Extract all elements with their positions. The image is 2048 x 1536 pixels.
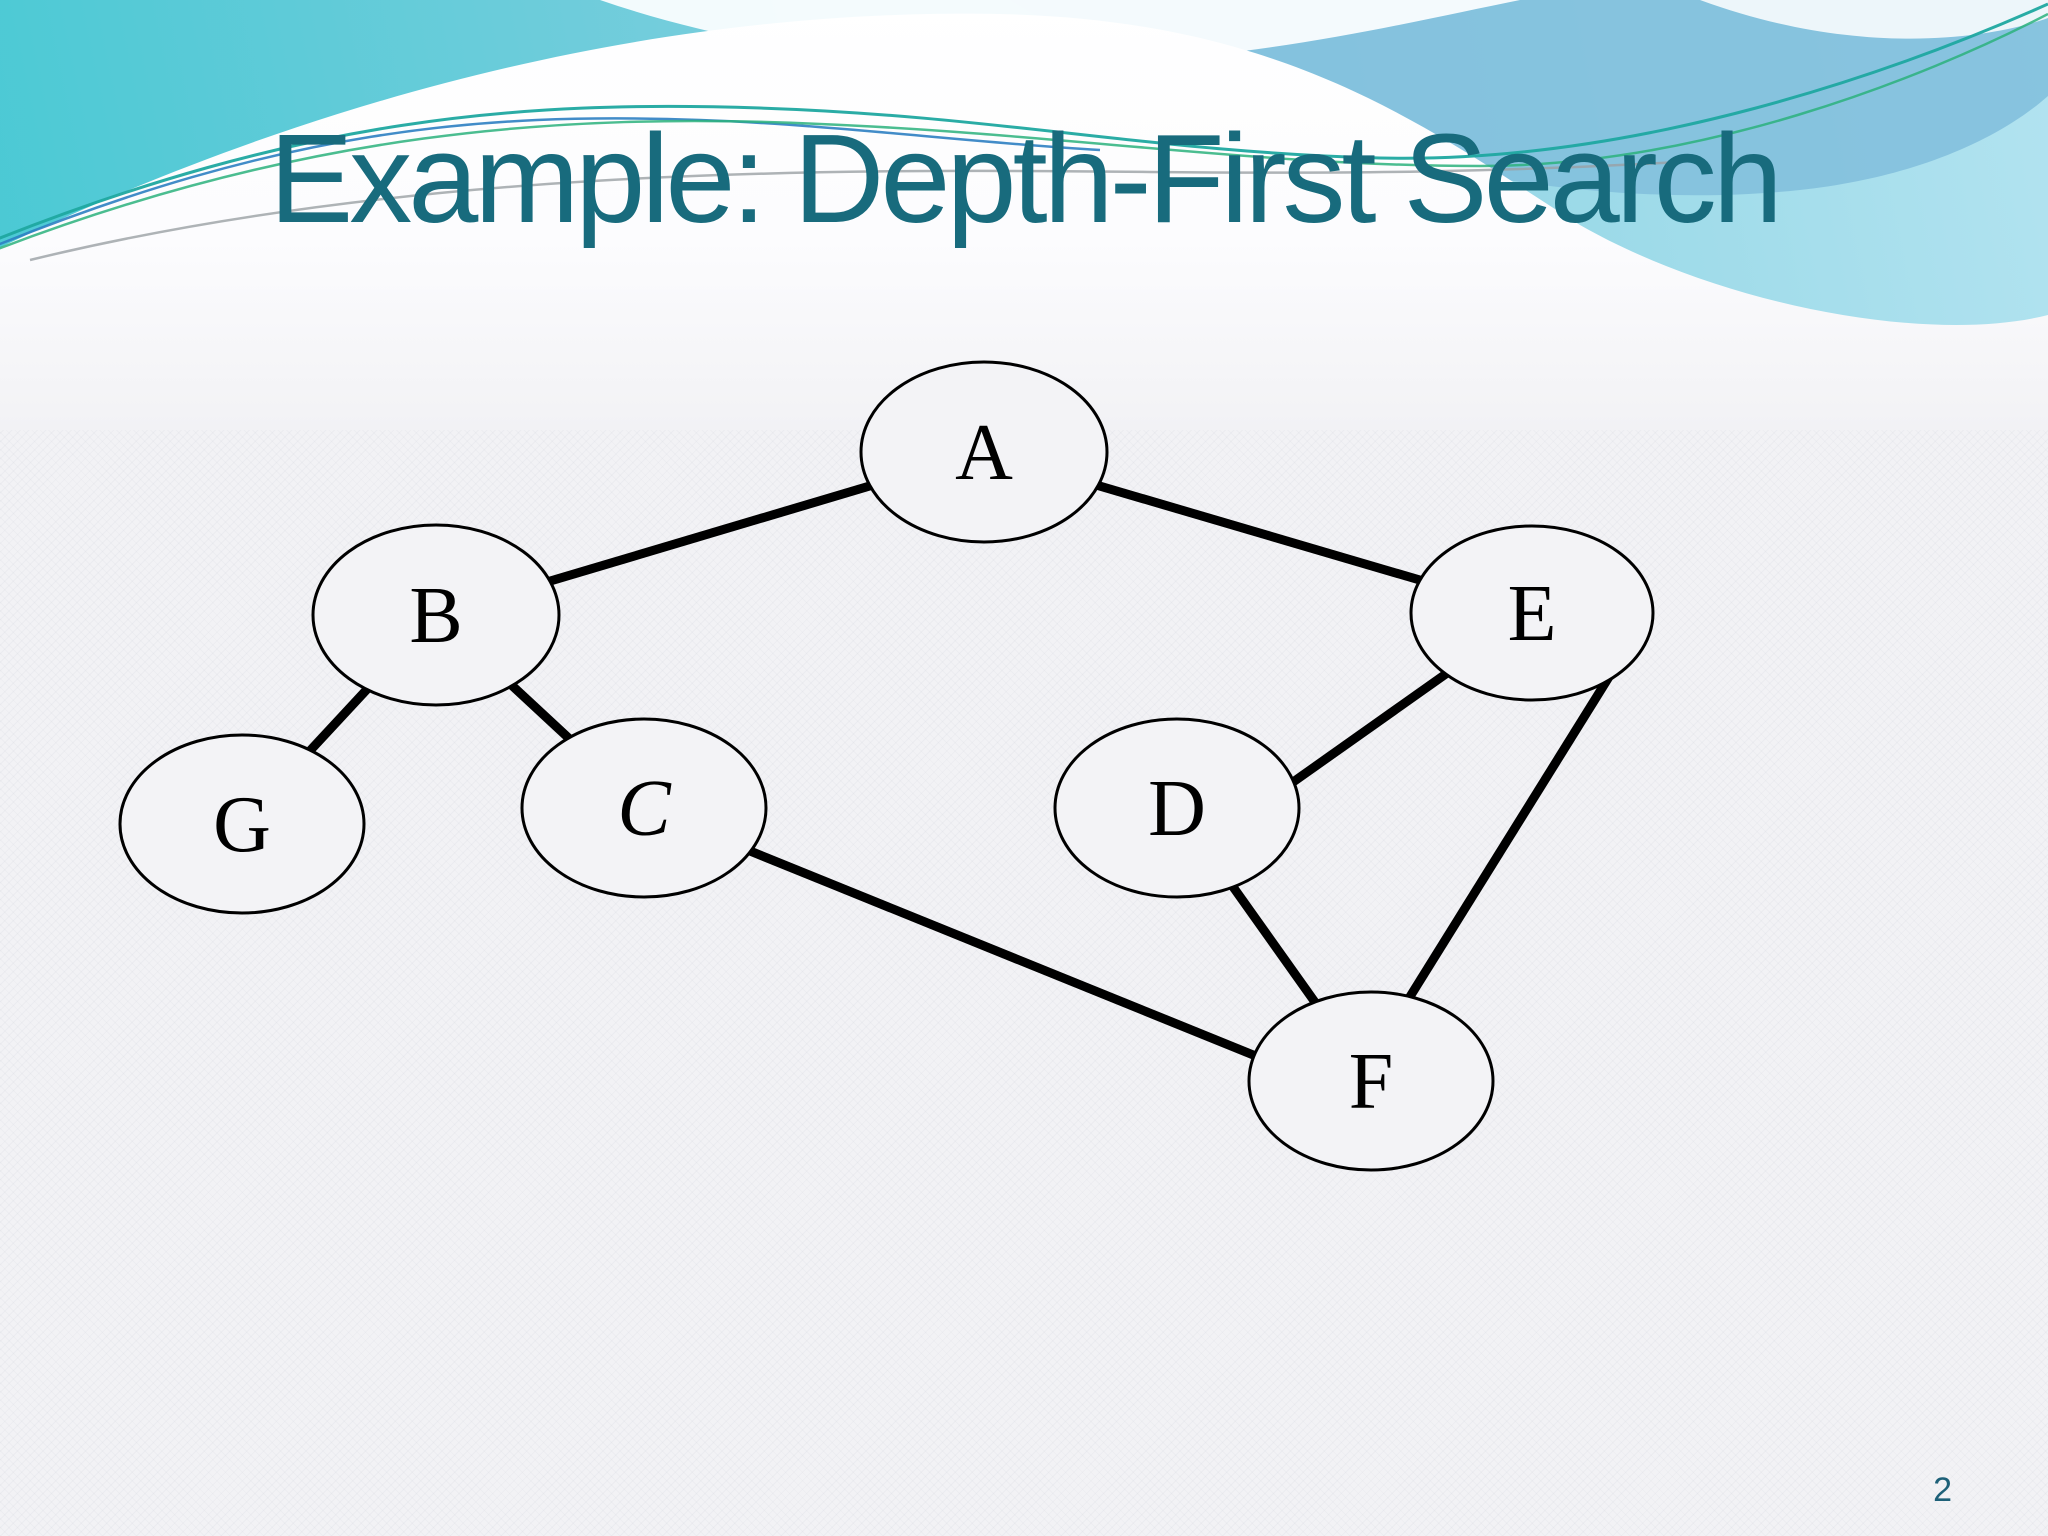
graph-node-G: G xyxy=(118,733,366,915)
graph-node-C: C xyxy=(520,717,768,899)
graph-node-ellipse-E xyxy=(1409,524,1655,702)
graph-node-ellipse-F xyxy=(1247,990,1495,1172)
accent-line-gray xyxy=(29,160,1681,262)
graph-node-ellipse-A xyxy=(859,360,1109,544)
banner-blue-band xyxy=(1010,0,2048,196)
graph-node-label-G: G xyxy=(213,781,271,869)
graph-node-ellipse-D xyxy=(1053,717,1301,899)
graph-node-E: E xyxy=(1409,524,1655,702)
graph-node-F: F xyxy=(1247,990,1495,1172)
banner-corner-white-sliver xyxy=(1700,0,2048,39)
graph-node-B: B xyxy=(311,523,561,707)
graph-node-label-D: D xyxy=(1148,765,1206,853)
graph-node-label-E: E xyxy=(1508,570,1557,658)
graph-node-ellipse-G xyxy=(118,733,366,915)
graph-edge-E-F xyxy=(1379,637,1636,1043)
graph-node-ellipse-C xyxy=(520,717,768,899)
accent-line-teal xyxy=(0,2,2048,240)
graph-node-ellipse-B xyxy=(311,523,561,707)
graph-edge-C-F xyxy=(642,803,1312,1083)
accent-line-blue xyxy=(0,117,1101,246)
graph-node-A: A xyxy=(859,360,1109,544)
graph-node-label-C: C xyxy=(617,765,672,853)
graph-node-label-F: F xyxy=(1349,1038,1394,1126)
graph-node-D: D xyxy=(1053,717,1301,899)
page-number: 2 xyxy=(1933,1471,1952,1509)
slide-title: Example: Depth-First Search xyxy=(269,108,1783,249)
banner-white-dome xyxy=(0,13,2048,430)
accent-line-green xyxy=(0,12,2048,250)
header-wave-decoration xyxy=(0,0,2048,430)
graph-node-label-B: B xyxy=(409,572,462,660)
graph-node-label-A: A xyxy=(955,409,1013,497)
